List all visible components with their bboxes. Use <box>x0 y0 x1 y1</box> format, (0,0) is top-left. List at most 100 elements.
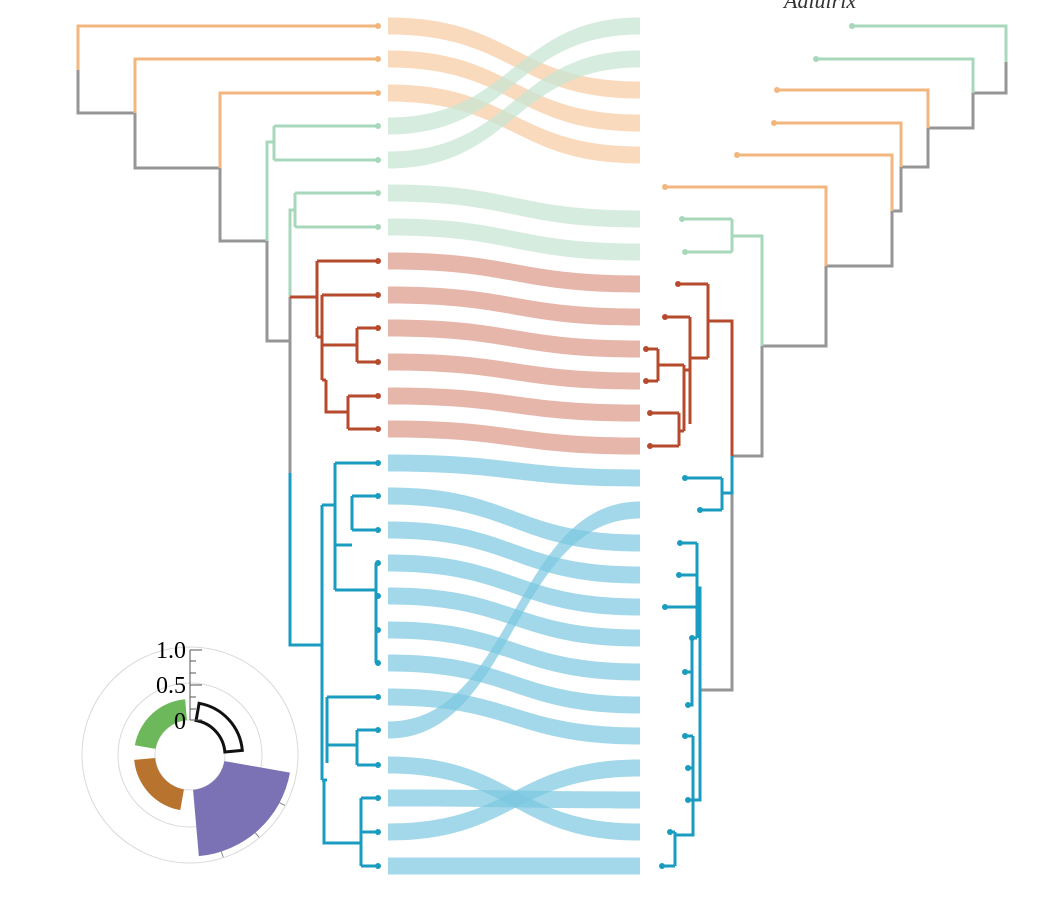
left-tip-dot <box>375 190 381 196</box>
left-tip-dot <box>375 123 381 129</box>
right-tip-dot <box>689 635 695 641</box>
ribbon-link-rust <box>388 319 640 358</box>
right-tip-dot <box>647 443 653 449</box>
left-tip-dot <box>375 23 381 29</box>
left-tip-dot <box>375 224 381 230</box>
left-tree-mint-branches <box>265 124 378 297</box>
ribbon-link-rust <box>388 252 640 293</box>
left-tip-dot <box>375 694 381 700</box>
ribbon-link-orange <box>388 50 640 132</box>
right-tip-dot <box>647 410 653 416</box>
left-tree-cyan-branches <box>288 461 378 868</box>
ribbon-layer <box>388 17 640 875</box>
ribbon-link-orange <box>388 17 640 99</box>
ribbon-link-mint <box>388 184 640 228</box>
right-tip-dot <box>771 120 777 126</box>
right-tree <box>646 24 1008 868</box>
left-tree <box>76 24 378 868</box>
left-tree-orange-branches <box>76 24 378 168</box>
left-tip-dot <box>375 325 381 331</box>
right-tip-dot <box>734 152 740 158</box>
right-tip-dot <box>682 249 688 255</box>
right-tip-dot <box>685 797 691 803</box>
left-tree-gray-branches <box>76 70 292 473</box>
legend-wedge-tick <box>279 802 286 806</box>
ribbon-link-cyan <box>388 521 640 584</box>
right-tip-dot <box>662 604 668 610</box>
right-tip-dot <box>679 216 685 222</box>
legend-wedge-tick <box>254 832 260 838</box>
left-tip-dot <box>375 527 381 533</box>
legend-wedges <box>134 699 290 858</box>
right-tip-dot <box>676 572 682 578</box>
legend-wedge-brown <box>134 758 184 811</box>
legend-wedge-tick <box>220 851 224 858</box>
right-tip-dot <box>662 314 668 320</box>
right-tip-dot <box>677 540 683 546</box>
left-tip-dot <box>375 90 381 96</box>
left-tip-dot <box>375 560 381 566</box>
legend-tick-label-3: 0 <box>174 709 186 735</box>
right-tip-dot <box>662 184 668 190</box>
left-tip-dot <box>375 493 381 499</box>
right-tree-cyan-branches <box>662 456 734 868</box>
right-tip-dot <box>643 378 649 384</box>
ribbon-link-rust <box>388 420 640 455</box>
right-tree-rust-branches <box>646 282 734 456</box>
right-tree-gray-branches <box>700 62 1008 692</box>
right-tree-orange-branches <box>665 88 930 266</box>
legend-tick-label-2: 0.5 <box>156 673 186 699</box>
left-tip-dot <box>375 460 381 466</box>
ribbon-link-mint <box>388 218 640 261</box>
left-tip-dot <box>375 593 381 599</box>
legend-tick-label-1: 1.0 <box>156 638 186 664</box>
right-tip-dot <box>682 669 688 675</box>
right-tip-dot <box>685 765 691 771</box>
left-tip-dot <box>375 727 381 733</box>
left-tip-dot <box>375 426 381 432</box>
ribbon-link-mint <box>388 50 640 169</box>
left-tip-dot <box>375 292 381 298</box>
left-tip-dot <box>375 762 381 768</box>
ribbon-link-rust <box>388 286 640 326</box>
ribbon-link-cyan <box>388 454 640 487</box>
right-tip-dot <box>667 829 673 835</box>
legend-wedge-purple <box>193 761 290 857</box>
diagram-title: Aalulrix <box>782 0 856 13</box>
ribbon-link-rust <box>388 353 640 390</box>
left-tip-dot <box>375 660 381 666</box>
legend-wedge-green <box>134 699 187 749</box>
tip-dots <box>375 23 855 869</box>
ribbon-link-orange <box>388 84 640 164</box>
right-tip-dot <box>643 346 649 352</box>
right-tip-dot <box>682 475 688 481</box>
ribbon-link-cyan <box>388 759 640 841</box>
ribbon-link-cyan <box>388 654 640 714</box>
left-tip-dot <box>375 627 381 633</box>
ribbon-link-cyan <box>388 501 640 739</box>
ribbon-link-cyan <box>388 621 640 681</box>
left-tip-dot <box>375 829 381 835</box>
radial-legend: 1.0 0.5 0 <box>81 638 299 864</box>
right-tip-dot <box>774 87 780 93</box>
right-tip-dot <box>697 507 703 513</box>
right-tip-dot <box>685 702 691 708</box>
ribbon-link-mint <box>388 17 640 135</box>
ribbon-link-cyan <box>388 857 640 875</box>
left-tip-dot <box>375 359 381 365</box>
left-tip-dot <box>375 157 381 163</box>
right-tip-dot <box>849 23 855 29</box>
left-tip-dot <box>375 56 381 62</box>
left-tip-dot <box>375 258 381 264</box>
ribbon-link-rust <box>388 387 640 422</box>
right-tip-dot <box>675 281 681 287</box>
right-tip-dot <box>813 56 819 62</box>
left-tip-dot <box>375 863 381 869</box>
left-tip-dot <box>375 393 381 399</box>
ribbon-link-cyan <box>388 554 640 616</box>
right-tip-dot <box>659 863 665 869</box>
right-tree-mint-branches <box>682 24 1008 346</box>
left-tree-rust-branches <box>290 259 378 431</box>
right-tip-dot <box>682 733 688 739</box>
